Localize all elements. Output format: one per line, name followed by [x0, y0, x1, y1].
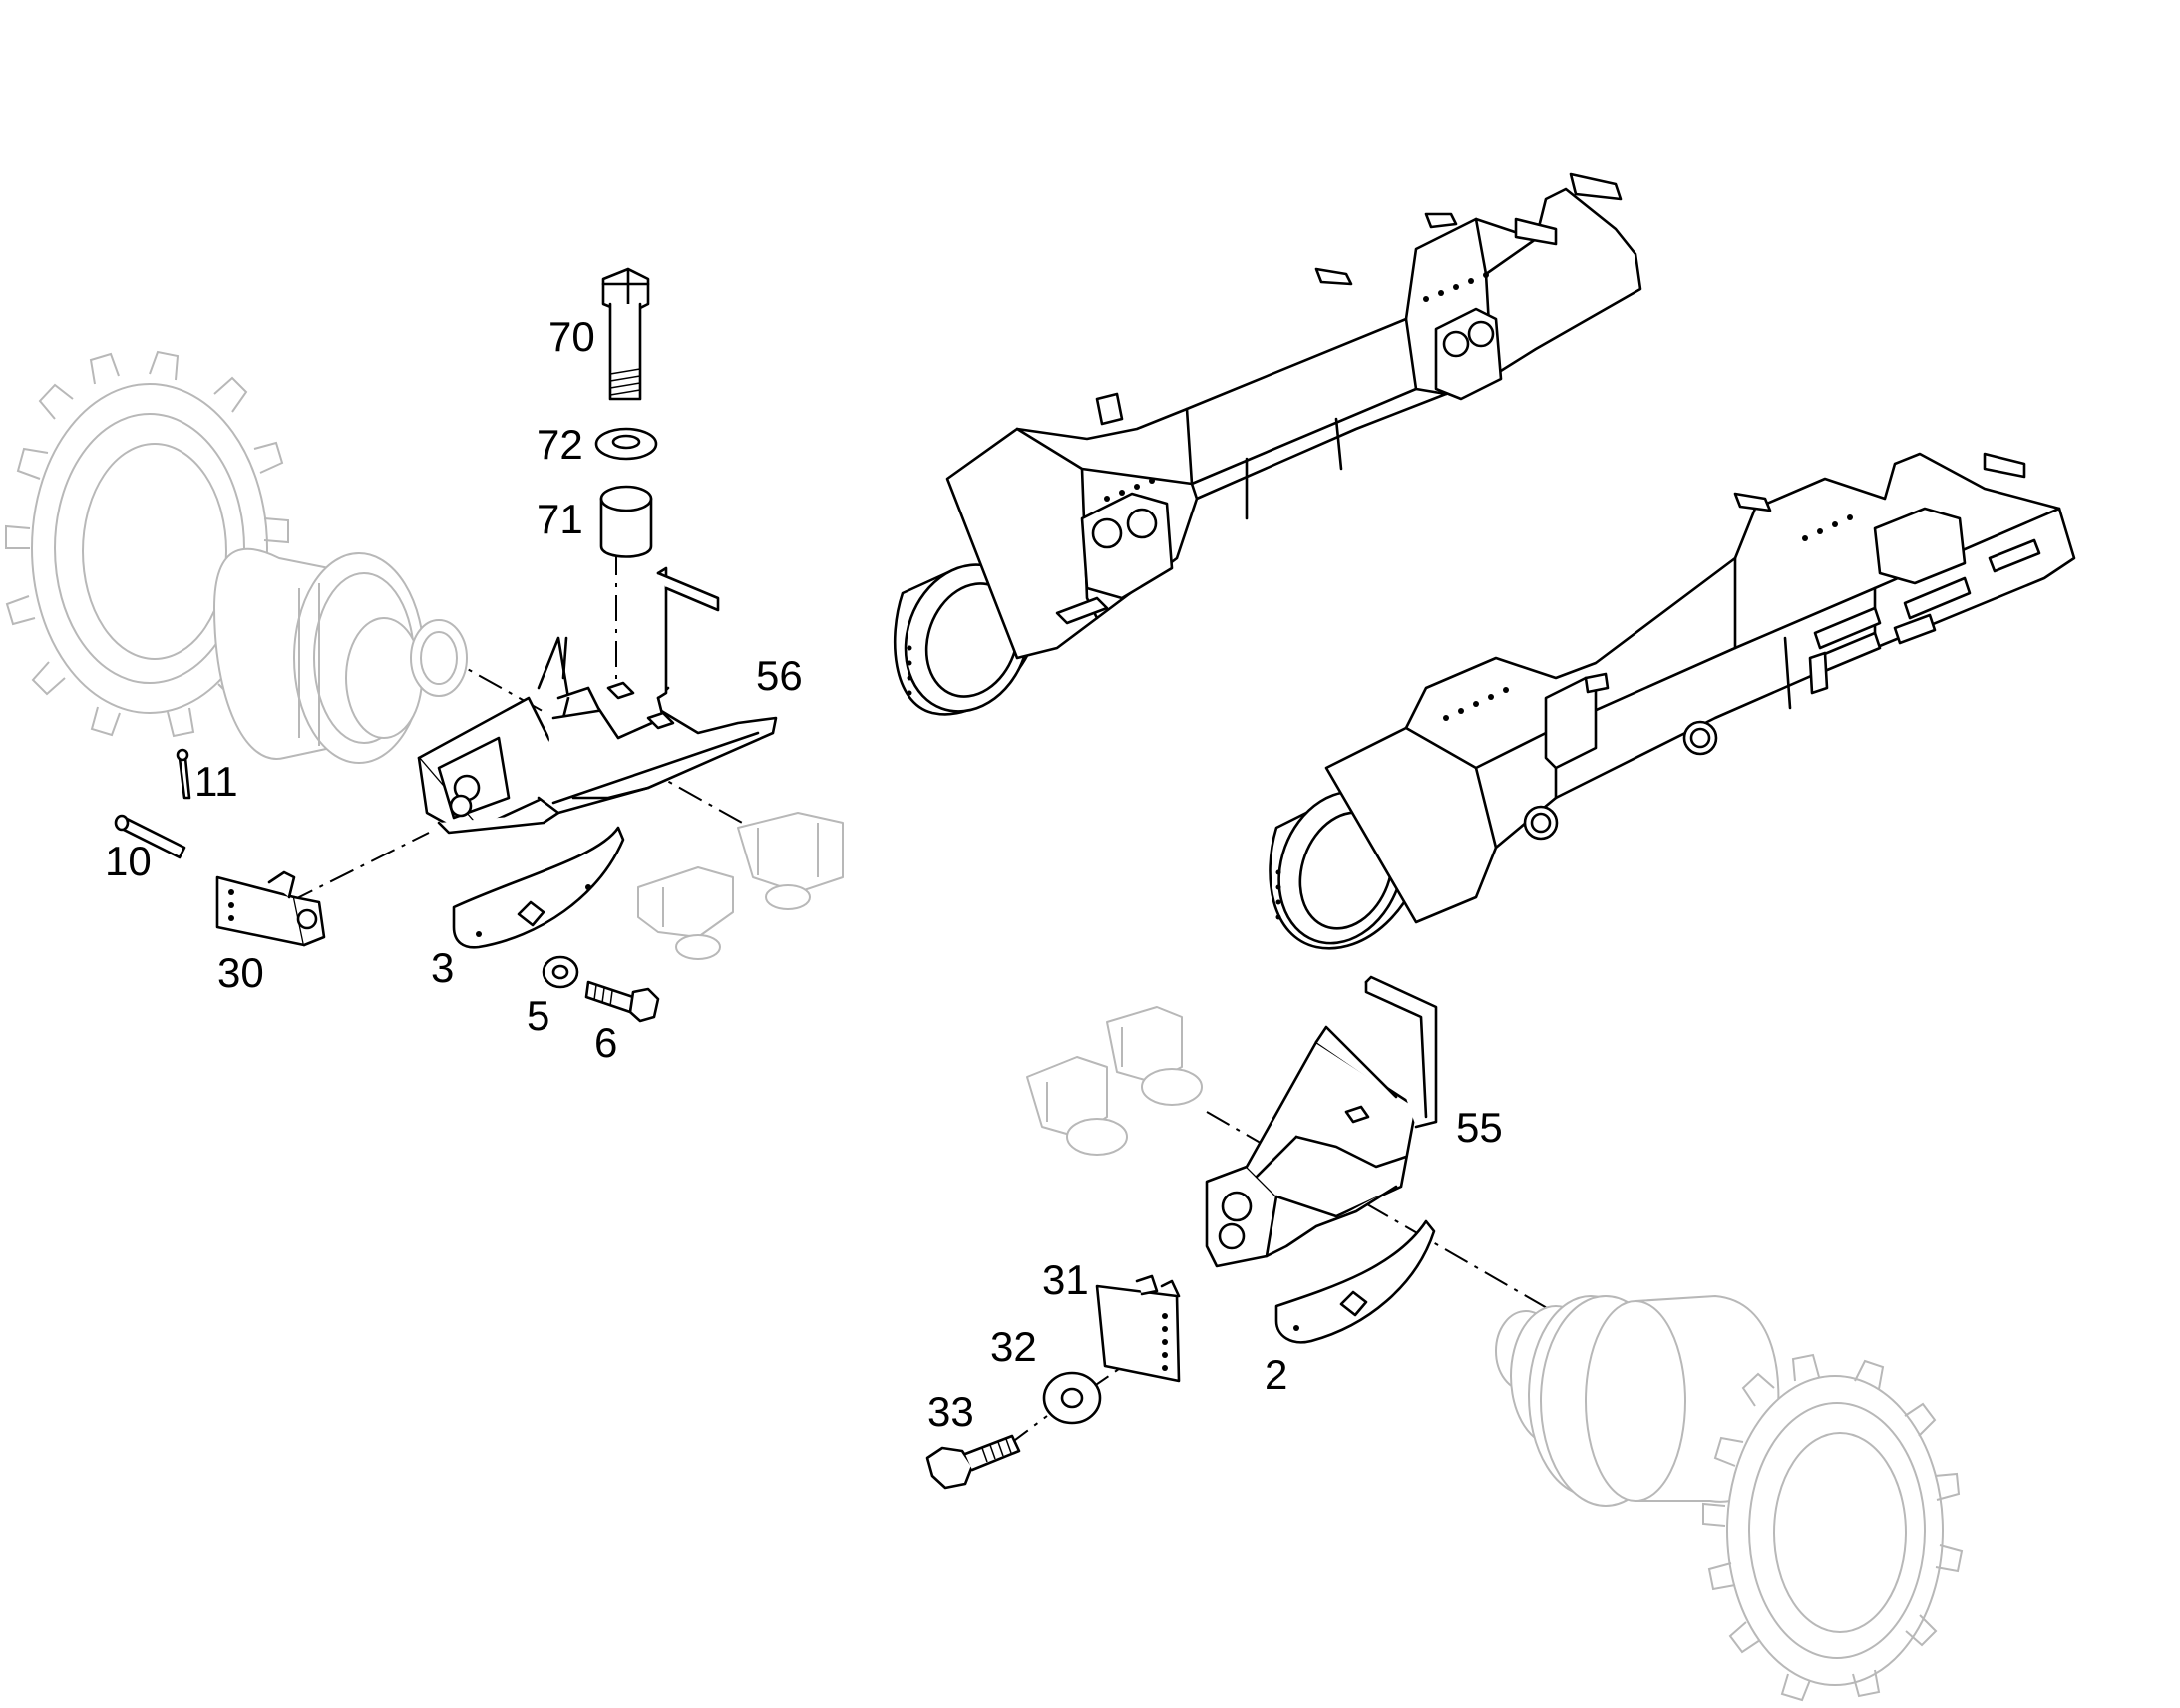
bracket-plate-31 [1095, 1274, 1181, 1383]
left-final-drive [213, 547, 468, 764]
guard-plate-2 [1274, 1219, 1436, 1344]
left-carrier-rollers [637, 812, 844, 960]
callout-55: 55 [1456, 1104, 1503, 1151]
pin-10 [114, 814, 186, 859]
bolt-33 [925, 1434, 1021, 1490]
bolt-70 [601, 267, 650, 401]
right-final-drive [1495, 1295, 1780, 1507]
spacer-71 [599, 485, 653, 558]
callout-3: 3 [431, 944, 454, 991]
left-sprocket-wheel [5, 350, 289, 738]
callout-10: 10 [105, 838, 152, 884]
washer-32 [1042, 1371, 1102, 1425]
callout-labels: 70 72 71 56 11 10 30 3 5 6 55 31 32 2 33 [105, 313, 1503, 1435]
bracket-plate-30 [215, 870, 326, 947]
callout-72: 72 [537, 421, 583, 468]
callout-11: 11 [194, 758, 238, 805]
guard-plate-3 [452, 826, 625, 949]
callout-71: 71 [537, 496, 583, 542]
right-carrier-rollers [1026, 1006, 1203, 1156]
tensioner-bracket-55 [1205, 975, 1438, 1268]
right-sprocket-wheel [1702, 1353, 1964, 1702]
washer-72 [594, 427, 658, 461]
callout-31: 31 [1042, 1256, 1089, 1303]
callout-5: 5 [527, 992, 549, 1039]
callout-33: 33 [927, 1388, 974, 1435]
track-frame-upper [893, 172, 1642, 716]
callout-70: 70 [548, 313, 595, 360]
callout-6: 6 [594, 1019, 617, 1066]
callout-2: 2 [1265, 1351, 1287, 1398]
cotter-pin-11 [176, 748, 191, 800]
tensioner-bracket-56 [417, 566, 778, 835]
washer-5 [542, 955, 579, 989]
callout-56: 56 [756, 652, 803, 699]
callout-32: 32 [990, 1323, 1037, 1370]
track-frame-lower [1269, 452, 2076, 950]
bolt-6 [584, 980, 660, 1023]
callout-30: 30 [217, 949, 264, 996]
